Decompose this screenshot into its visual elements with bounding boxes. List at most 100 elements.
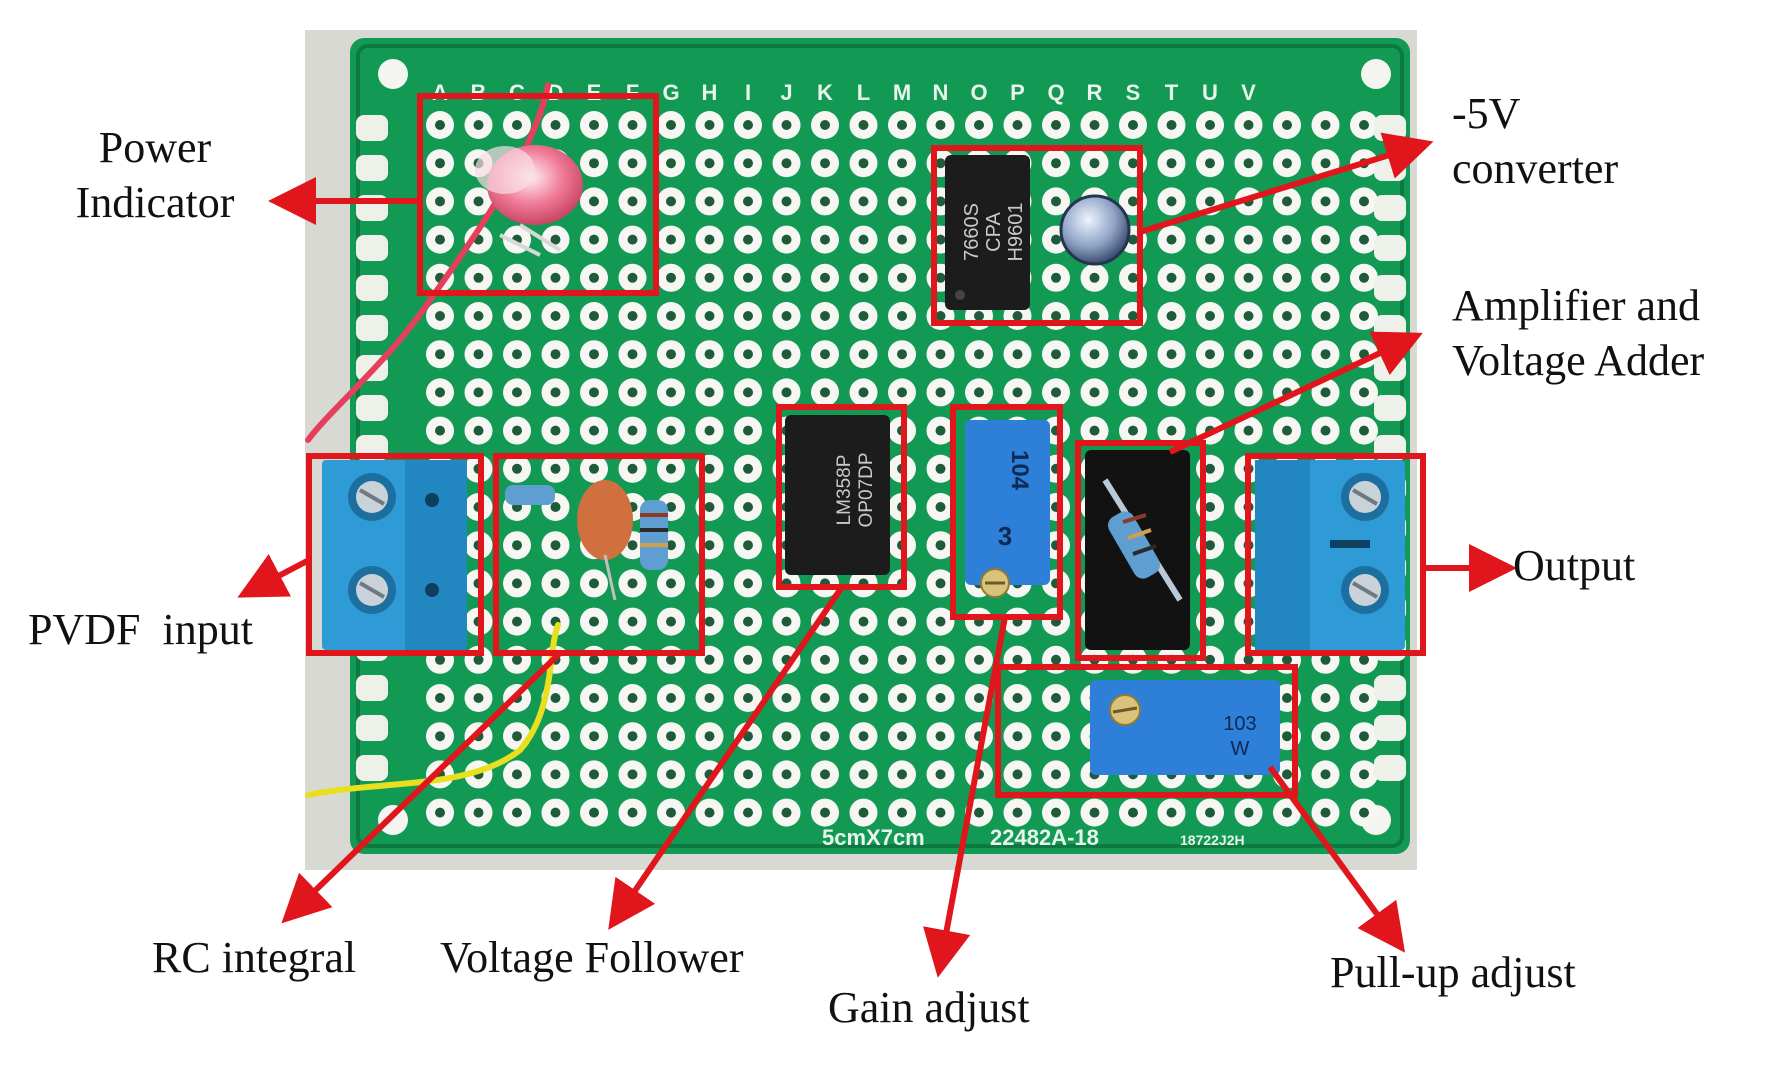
box-pullup-adjust — [995, 664, 1298, 798]
drill-hole — [512, 807, 522, 818]
drill-hole — [473, 120, 484, 130]
drill-hole — [897, 234, 907, 245]
drill-hole — [1243, 387, 1254, 398]
drill-hole — [1051, 349, 1061, 360]
label-power-indicator-line1: Power — [98, 123, 212, 172]
drill-hole — [1243, 349, 1254, 360]
drill-hole — [589, 120, 599, 130]
column-letter: P — [1010, 80, 1025, 105]
drill-hole — [550, 540, 561, 551]
label-converter-line1: -5V — [1452, 89, 1521, 138]
drill-hole — [512, 349, 522, 360]
drill-hole — [589, 693, 599, 703]
drill-hole — [1128, 311, 1138, 321]
drill-hole — [1089, 311, 1100, 321]
label-amplifier-line1: Amplifier and — [1452, 281, 1701, 330]
drill-hole — [512, 311, 522, 321]
drill-hole — [897, 807, 907, 818]
drill-hole — [1128, 349, 1138, 360]
drill-hole — [627, 769, 638, 780]
label-amplifier-line2: Voltage Adder — [1452, 336, 1705, 385]
drill-hole — [1320, 349, 1331, 360]
drill-hole — [627, 616, 638, 627]
drill-hole — [550, 311, 561, 321]
drill-hole — [1205, 272, 1215, 283]
drill-hole — [473, 807, 484, 818]
red-wire — [305, 82, 551, 443]
box-pvdf-input — [306, 453, 484, 656]
rail-pad — [356, 715, 388, 741]
drill-hole — [858, 731, 869, 742]
drill-hole — [935, 616, 946, 627]
drill-hole — [858, 272, 869, 283]
drill-hole — [627, 158, 638, 169]
drill-hole — [1205, 654, 1215, 665]
drill-hole — [1051, 158, 1061, 169]
drill-hole — [1089, 425, 1100, 436]
drill-hole — [666, 616, 676, 627]
drill-hole — [1320, 196, 1331, 207]
drill-hole — [743, 311, 753, 321]
drill-hole — [1166, 120, 1177, 130]
drill-hole — [589, 807, 599, 818]
drill-hole — [1051, 196, 1061, 207]
drill-hole — [974, 311, 984, 321]
callout-arrows — [237, 132, 1517, 978]
drill-hole — [897, 731, 907, 742]
drill-hole — [1320, 158, 1331, 169]
pullup-pot: 103 W — [1090, 680, 1280, 775]
drill-hole — [1320, 234, 1331, 245]
drill-hole — [935, 654, 946, 665]
drill-hole — [1282, 654, 1292, 665]
drill-hole — [1359, 807, 1369, 818]
rail-pad — [1374, 195, 1406, 221]
column-letter: Q — [1047, 80, 1064, 105]
drill-hole — [435, 731, 445, 742]
drill-hole — [627, 731, 638, 742]
drill-hole — [704, 807, 715, 818]
chip-marking: 7660S — [961, 203, 983, 261]
drill-hole — [473, 196, 484, 207]
drill-hole — [1051, 654, 1061, 665]
drill-hole — [820, 272, 830, 283]
drill-hole — [589, 234, 599, 245]
drill-hole — [1359, 311, 1369, 321]
drill-hole — [627, 463, 638, 474]
drill-hole — [589, 272, 599, 283]
drill-hole — [627, 425, 638, 436]
drill-hole — [935, 272, 946, 283]
drill-hole — [550, 502, 561, 512]
drill-hole — [1089, 158, 1100, 169]
rail-pad — [1374, 715, 1406, 741]
drill-hole — [858, 158, 869, 169]
arrow-amplifier — [1168, 331, 1423, 455]
drill-hole — [1320, 731, 1331, 742]
column-letter: H — [702, 80, 718, 105]
drill-hole — [1282, 272, 1292, 283]
drill-hole — [820, 234, 830, 245]
drill-hole — [858, 311, 869, 321]
drill-hole — [666, 463, 676, 474]
drill-hole — [1205, 311, 1215, 321]
drill-hole — [781, 196, 792, 207]
drill-hole — [550, 387, 561, 398]
label-voltage-follower: Voltage Follower — [440, 933, 744, 982]
drill-hole — [550, 693, 561, 703]
drill-hole — [743, 196, 753, 207]
drill-hole — [935, 693, 946, 703]
drill-hole — [435, 654, 445, 665]
drill-hole — [666, 693, 676, 703]
drill-hole — [666, 387, 676, 398]
drill-hole — [743, 387, 753, 398]
drill-hole — [1282, 120, 1292, 130]
drill-hole — [589, 425, 599, 436]
drill-hole — [935, 120, 946, 130]
rail-pad — [356, 115, 388, 141]
label-gain-adjust: Gain adjust — [828, 983, 1030, 1032]
column-letter: E — [587, 80, 602, 105]
drill-hole — [1243, 807, 1254, 818]
drill-hole — [1166, 387, 1177, 398]
drill-hole — [1320, 425, 1331, 436]
column-letter: G — [662, 80, 679, 105]
